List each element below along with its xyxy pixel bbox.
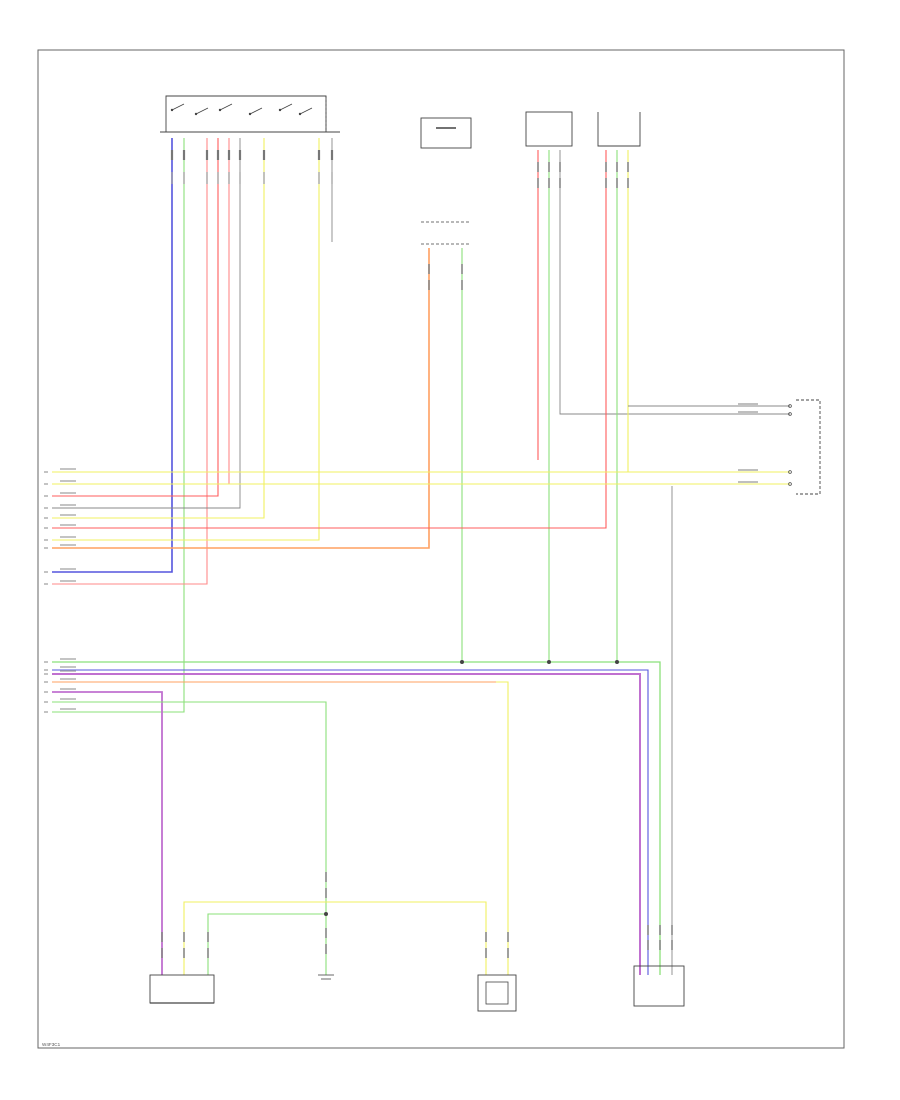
tr-switch-pivot-3 bbox=[218, 108, 222, 112]
tr-switch-contact-1 bbox=[171, 103, 185, 111]
splice-dot-1 bbox=[460, 660, 464, 664]
lock-solenoid-body bbox=[597, 112, 641, 147]
tr-switch-contact-3 bbox=[219, 103, 233, 111]
wire-tr-green bbox=[52, 138, 185, 713]
data-link-connector-inner bbox=[485, 981, 509, 1005]
wire-tr-pink bbox=[52, 138, 208, 585]
tr-switch-pivot-2 bbox=[194, 112, 198, 116]
page-code: W4F3C1 bbox=[42, 1042, 61, 1047]
wire-tr-yellow-2 bbox=[52, 138, 320, 541]
right-connector-pin-2 bbox=[788, 412, 792, 416]
wire-ocs-gray bbox=[559, 150, 790, 415]
wire-bus-orange bbox=[52, 248, 430, 549]
wire-h-green-2 bbox=[52, 701, 327, 975]
tr-switch-pivot-1 bbox=[170, 108, 174, 112]
tr-switch-contact-2 bbox=[195, 107, 209, 115]
wire-h-yellow-3 bbox=[496, 681, 509, 975]
wire-tr-yellow bbox=[52, 138, 265, 519]
right-connector-pin-4 bbox=[788, 482, 792, 486]
tr-switch-pivot-5 bbox=[278, 108, 282, 112]
diagram-frame bbox=[37, 49, 845, 1049]
wire-h-violet bbox=[52, 673, 641, 975]
wire-tr-gray bbox=[52, 138, 241, 509]
tr-switch-contact-4 bbox=[249, 107, 263, 115]
wire-tr-blue bbox=[52, 138, 173, 573]
splice-dot-3 bbox=[615, 660, 619, 664]
data-link-connector-body bbox=[477, 974, 517, 1012]
tr-switch-pivot-6 bbox=[298, 112, 302, 116]
tr-switch-contact-5 bbox=[279, 103, 293, 111]
splice-dot-4 bbox=[324, 912, 328, 916]
wire-h-blue bbox=[52, 669, 649, 975]
wire-lk-red bbox=[52, 150, 607, 529]
ocs-sensor-body bbox=[525, 111, 573, 147]
wire-tr-red bbox=[52, 138, 219, 497]
tcm-module-body bbox=[633, 965, 685, 1007]
atf-sensor-body bbox=[420, 117, 472, 149]
splice-dot-2 bbox=[547, 660, 551, 664]
right-connector-body bbox=[796, 399, 821, 495]
wire-h-violet-2 bbox=[52, 691, 163, 975]
wire-layer bbox=[52, 138, 790, 975]
component-layer bbox=[149, 95, 821, 1012]
wire-h-green bbox=[52, 661, 661, 975]
tr-switch-contact-6 bbox=[299, 107, 313, 115]
right-connector-pin-1 bbox=[788, 404, 792, 408]
right-connector-pin-3 bbox=[788, 470, 792, 474]
tr-switch-pivot-4 bbox=[248, 112, 252, 116]
connector-pin-layer bbox=[44, 150, 758, 958]
